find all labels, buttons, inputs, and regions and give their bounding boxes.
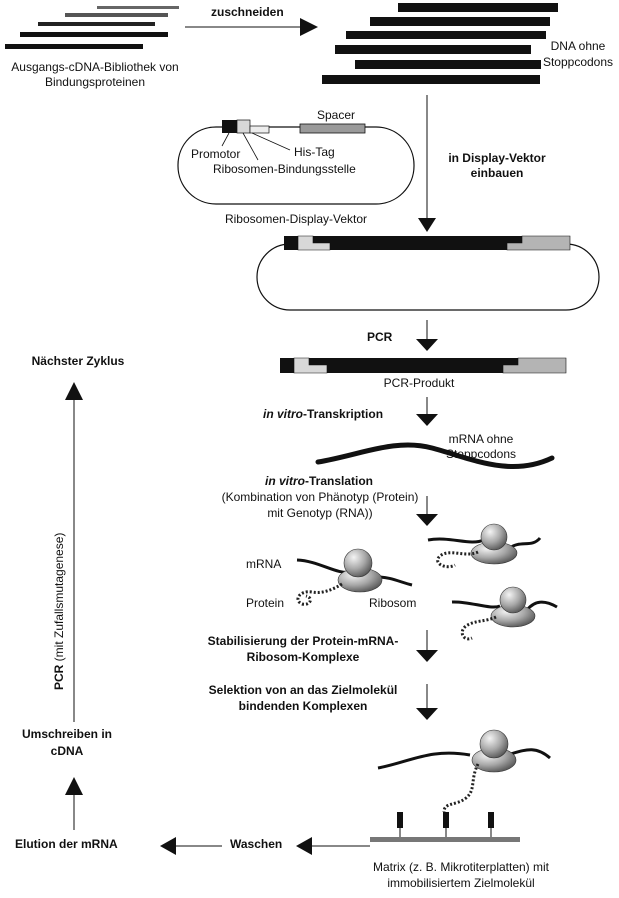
mrna-no-stop-line2: Stoppcodons xyxy=(446,447,516,461)
elution-label: Elution der mRNA xyxy=(15,837,118,851)
spacer-label: Spacer xyxy=(317,108,355,122)
protein-label: Protein xyxy=(246,596,284,610)
selection-label-line2: bindenden Komplexen xyxy=(239,699,368,713)
library-label-line2: Bindungsproteinen xyxy=(45,75,145,89)
rt-label-line2: cDNA xyxy=(51,744,84,758)
mrna-label: mRNA xyxy=(246,557,281,571)
translation-sub-line2: mit Genotyp (RNA)) xyxy=(267,506,372,520)
elution-arrow-icon xyxy=(160,837,222,855)
mrna-strand xyxy=(315,442,555,470)
protein-chain xyxy=(442,763,480,813)
insert-label-line2: einbauen xyxy=(471,166,524,180)
ribosome-label: Ribosom xyxy=(369,596,416,610)
ribosome-complex xyxy=(427,523,542,569)
histag-label: His-Tag xyxy=(294,145,335,159)
stabilize-label-line2: Ribosom-Komplexe xyxy=(247,650,360,664)
target-molecule xyxy=(488,812,494,828)
pcr-label: PCR xyxy=(367,330,393,344)
matrix-surface xyxy=(370,812,520,842)
rbs-label: Ribosomen-Bindungsstelle xyxy=(213,162,356,176)
pcr-mutagenesis-label: PCR (mit Zufallsmutagenese) xyxy=(52,533,66,690)
wash-label: Waschen xyxy=(230,837,282,851)
pcr-cycle-arrow-icon xyxy=(65,382,83,722)
insert-arrow-icon xyxy=(418,95,436,232)
library-label-line1: Ausgangs-cDNA-Bibliothek von xyxy=(11,60,178,74)
stabilization-arrow-icon xyxy=(416,630,438,662)
translation-arrow-icon xyxy=(416,496,438,526)
dna-fragments xyxy=(322,3,558,84)
target-molecule xyxy=(397,812,403,828)
vector-label: Ribosomen-Display-Vektor xyxy=(225,212,367,226)
target-molecule xyxy=(443,812,449,828)
protein-chain xyxy=(296,582,343,606)
pcr-arrow-icon xyxy=(416,320,438,351)
transcription-arrow-icon xyxy=(416,397,438,426)
selection-arrow-icon xyxy=(416,684,438,720)
transcription-label: in vitro-Transkription xyxy=(263,407,383,421)
stabilize-label-line1: Stabilisierung der Protein-mRNA- xyxy=(208,634,399,648)
ribosome-complex xyxy=(451,586,558,641)
protein-chain xyxy=(460,615,497,641)
translation-sub-line1: (Kombination von Phänotyp (Protein) xyxy=(222,490,419,504)
rt-label-line1: Umschreiben in xyxy=(22,727,112,741)
next-cycle-label: Nächster Zyklus xyxy=(32,354,125,368)
rt-arrow-icon xyxy=(65,777,83,830)
matrix-label-line2: immobilisiertem Zielmolekül xyxy=(387,876,534,890)
bound-complex xyxy=(377,729,551,813)
insert-label-line1: in Display-Vektor xyxy=(448,151,546,165)
display-vector-plasmid xyxy=(177,119,415,205)
dna-label-line1: DNA ohne xyxy=(551,39,606,53)
pcr-product-strand xyxy=(280,357,567,374)
wash-arrow-icon xyxy=(296,837,370,855)
dna-label-line2: Stoppcodons xyxy=(543,55,613,69)
matrix-label-line1: Matrix (z. B. Mikrotiterplatten) mit xyxy=(373,860,550,874)
cdna-library-fragments xyxy=(5,6,179,49)
promotor-label: Promotor xyxy=(191,147,240,161)
pcr-product-label: PCR-Produkt xyxy=(384,376,455,390)
translation-label: in vitro-Translation xyxy=(265,474,373,488)
ribosome-complex-labeled xyxy=(296,548,413,606)
cut-arrow-icon xyxy=(185,18,318,36)
mrna-no-stop-line1: mRNA ohne xyxy=(449,432,514,446)
selection-label-line1: Selektion von an das Zielmolekül xyxy=(209,683,398,697)
recombinant-vector xyxy=(256,235,600,311)
cut-label: zuschneiden xyxy=(211,5,284,19)
